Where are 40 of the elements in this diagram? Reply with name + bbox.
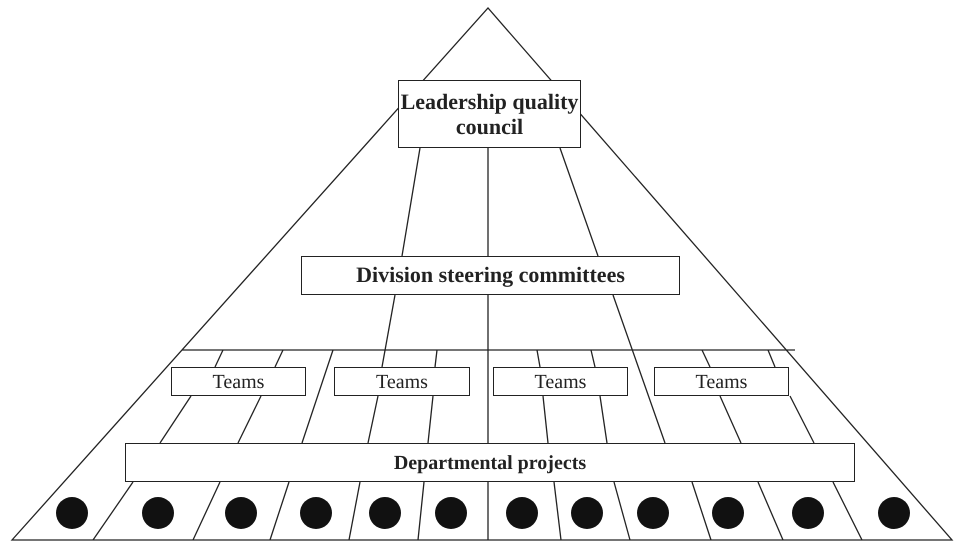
org-level-box — [398, 80, 581, 148]
circle-marker — [637, 497, 669, 529]
box-label: Departmental projects — [394, 452, 586, 474]
org-level-box — [654, 367, 789, 396]
org-level-box — [334, 367, 470, 396]
box-label: Leadership quality council — [400, 88, 580, 140]
box-label: Teams — [212, 370, 264, 392]
circle-marker — [56, 497, 88, 529]
org-level-box — [125, 443, 855, 482]
circle-marker — [506, 497, 538, 529]
circle-marker — [435, 497, 467, 529]
connector-line — [367, 396, 379, 444]
box-label: Teams — [534, 370, 586, 392]
connector-line — [381, 294, 396, 368]
org-level-box — [493, 367, 628, 396]
connector-line — [612, 294, 666, 444]
connector-line — [159, 396, 192, 444]
circle-marker — [369, 497, 401, 529]
circle-marker — [571, 497, 603, 529]
connector-line — [487, 148, 489, 256]
circle-marker — [225, 497, 257, 529]
connector-line — [237, 396, 262, 444]
box-label: Division steering committees — [356, 263, 625, 288]
box-label: Teams — [376, 370, 428, 392]
connector-line — [559, 148, 599, 256]
connector-line — [401, 148, 421, 256]
connector-line — [719, 396, 742, 444]
circle-marker — [142, 497, 174, 529]
circle-marker — [878, 497, 910, 529]
connector-line — [487, 295, 489, 443]
circle-marker — [712, 497, 744, 529]
connector-line — [542, 396, 549, 444]
box-label: Teams — [696, 370, 748, 392]
circle-marker — [792, 497, 824, 529]
connector-line — [599, 396, 608, 444]
circle-marker — [300, 497, 332, 529]
connector-line — [427, 396, 434, 444]
org-level-box — [171, 367, 306, 396]
org-level-box — [301, 256, 680, 295]
connector-line — [789, 396, 815, 444]
